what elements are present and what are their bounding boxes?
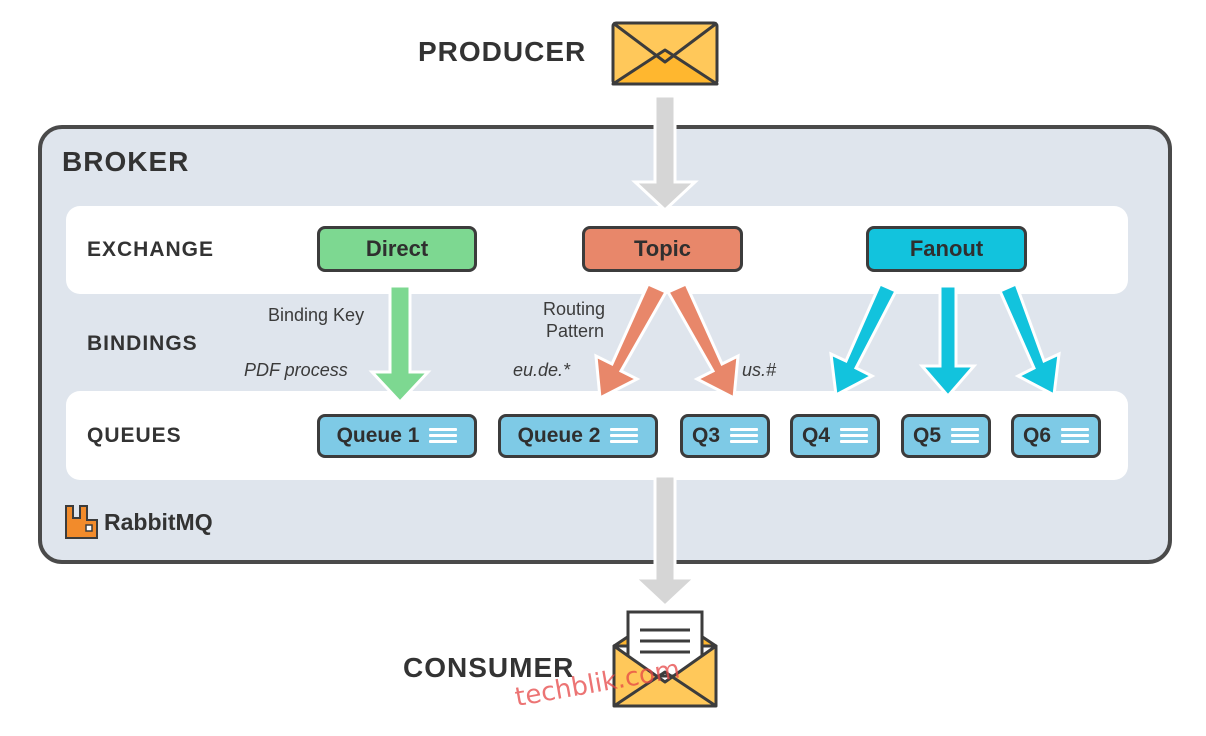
- queues-row-label: QUEUES: [87, 424, 182, 447]
- exchange-fanout[interactable]: Fanout: [866, 226, 1027, 272]
- open-envelope-letter-icon: [612, 610, 718, 708]
- bindings-row-label: BINDINGS: [87, 332, 198, 355]
- rabbitmq-brand-label: RabbitMQ: [104, 509, 213, 535]
- queue-5-label: Q5: [912, 424, 941, 447]
- list-icon: [429, 426, 458, 446]
- topic-binding-arrow-eu: [594, 282, 669, 401]
- exchange-direct[interactable]: Direct: [317, 226, 477, 272]
- rabbitmq-logo-icon: [65, 505, 98, 539]
- consumer-flow-arrow: [631, 474, 699, 609]
- list-icon: [610, 426, 639, 446]
- broker-title: BROKER: [62, 146, 190, 177]
- fanout-binding-arrow-q6: [998, 281, 1061, 398]
- queue-4-label: Q4: [801, 424, 830, 447]
- queue-6[interactable]: Q6: [1011, 414, 1101, 458]
- envelope-icon: [611, 21, 719, 86]
- exchange-fanout-label: Fanout: [909, 236, 984, 261]
- direct-binding-arrow: [368, 284, 432, 405]
- consumer-label: CONSUMER: [403, 652, 575, 683]
- list-icon: [1061, 426, 1089, 446]
- queue-1[interactable]: Queue 1: [317, 414, 477, 458]
- pdf-process-key: PDF process: [244, 360, 348, 380]
- list-icon: [730, 426, 758, 446]
- fanout-binding-arrow-q4: [829, 282, 899, 398]
- us-hash-pattern: us.#: [742, 360, 777, 380]
- queue-2-label: Queue 2: [517, 424, 601, 447]
- queue-1-label: Queue 1: [336, 424, 420, 447]
- producer-label: PRODUCER: [418, 36, 587, 67]
- topic-binding-arrow-us: [665, 282, 740, 401]
- queue-5[interactable]: Q5: [901, 414, 991, 458]
- queue-3[interactable]: Q3: [680, 414, 770, 458]
- exchange-topic[interactable]: Topic: [582, 226, 743, 272]
- queue-4[interactable]: Q4: [790, 414, 880, 458]
- exchange-topic-label: Topic: [633, 236, 692, 261]
- binding-key-label: Binding Key: [268, 305, 365, 325]
- routing-pattern-label-line1: Routing: [543, 299, 606, 319]
- exchange-row-label: EXCHANGE: [87, 238, 215, 261]
- exchange-direct-label: Direct: [365, 236, 429, 261]
- eu-de-pattern: eu.de.*: [513, 360, 571, 380]
- queue-6-label: Q6: [1022, 424, 1051, 447]
- producer-flow-arrow: [631, 94, 699, 213]
- list-icon: [840, 426, 868, 446]
- broker-container: [38, 125, 1172, 564]
- fanout-binding-arrow-q5: [918, 284, 978, 399]
- routing-pattern-label-line2: Pattern: [546, 321, 605, 341]
- list-icon: [951, 426, 979, 446]
- queue-3-label: Q3: [691, 424, 720, 447]
- queue-2[interactable]: Queue 2: [498, 414, 658, 458]
